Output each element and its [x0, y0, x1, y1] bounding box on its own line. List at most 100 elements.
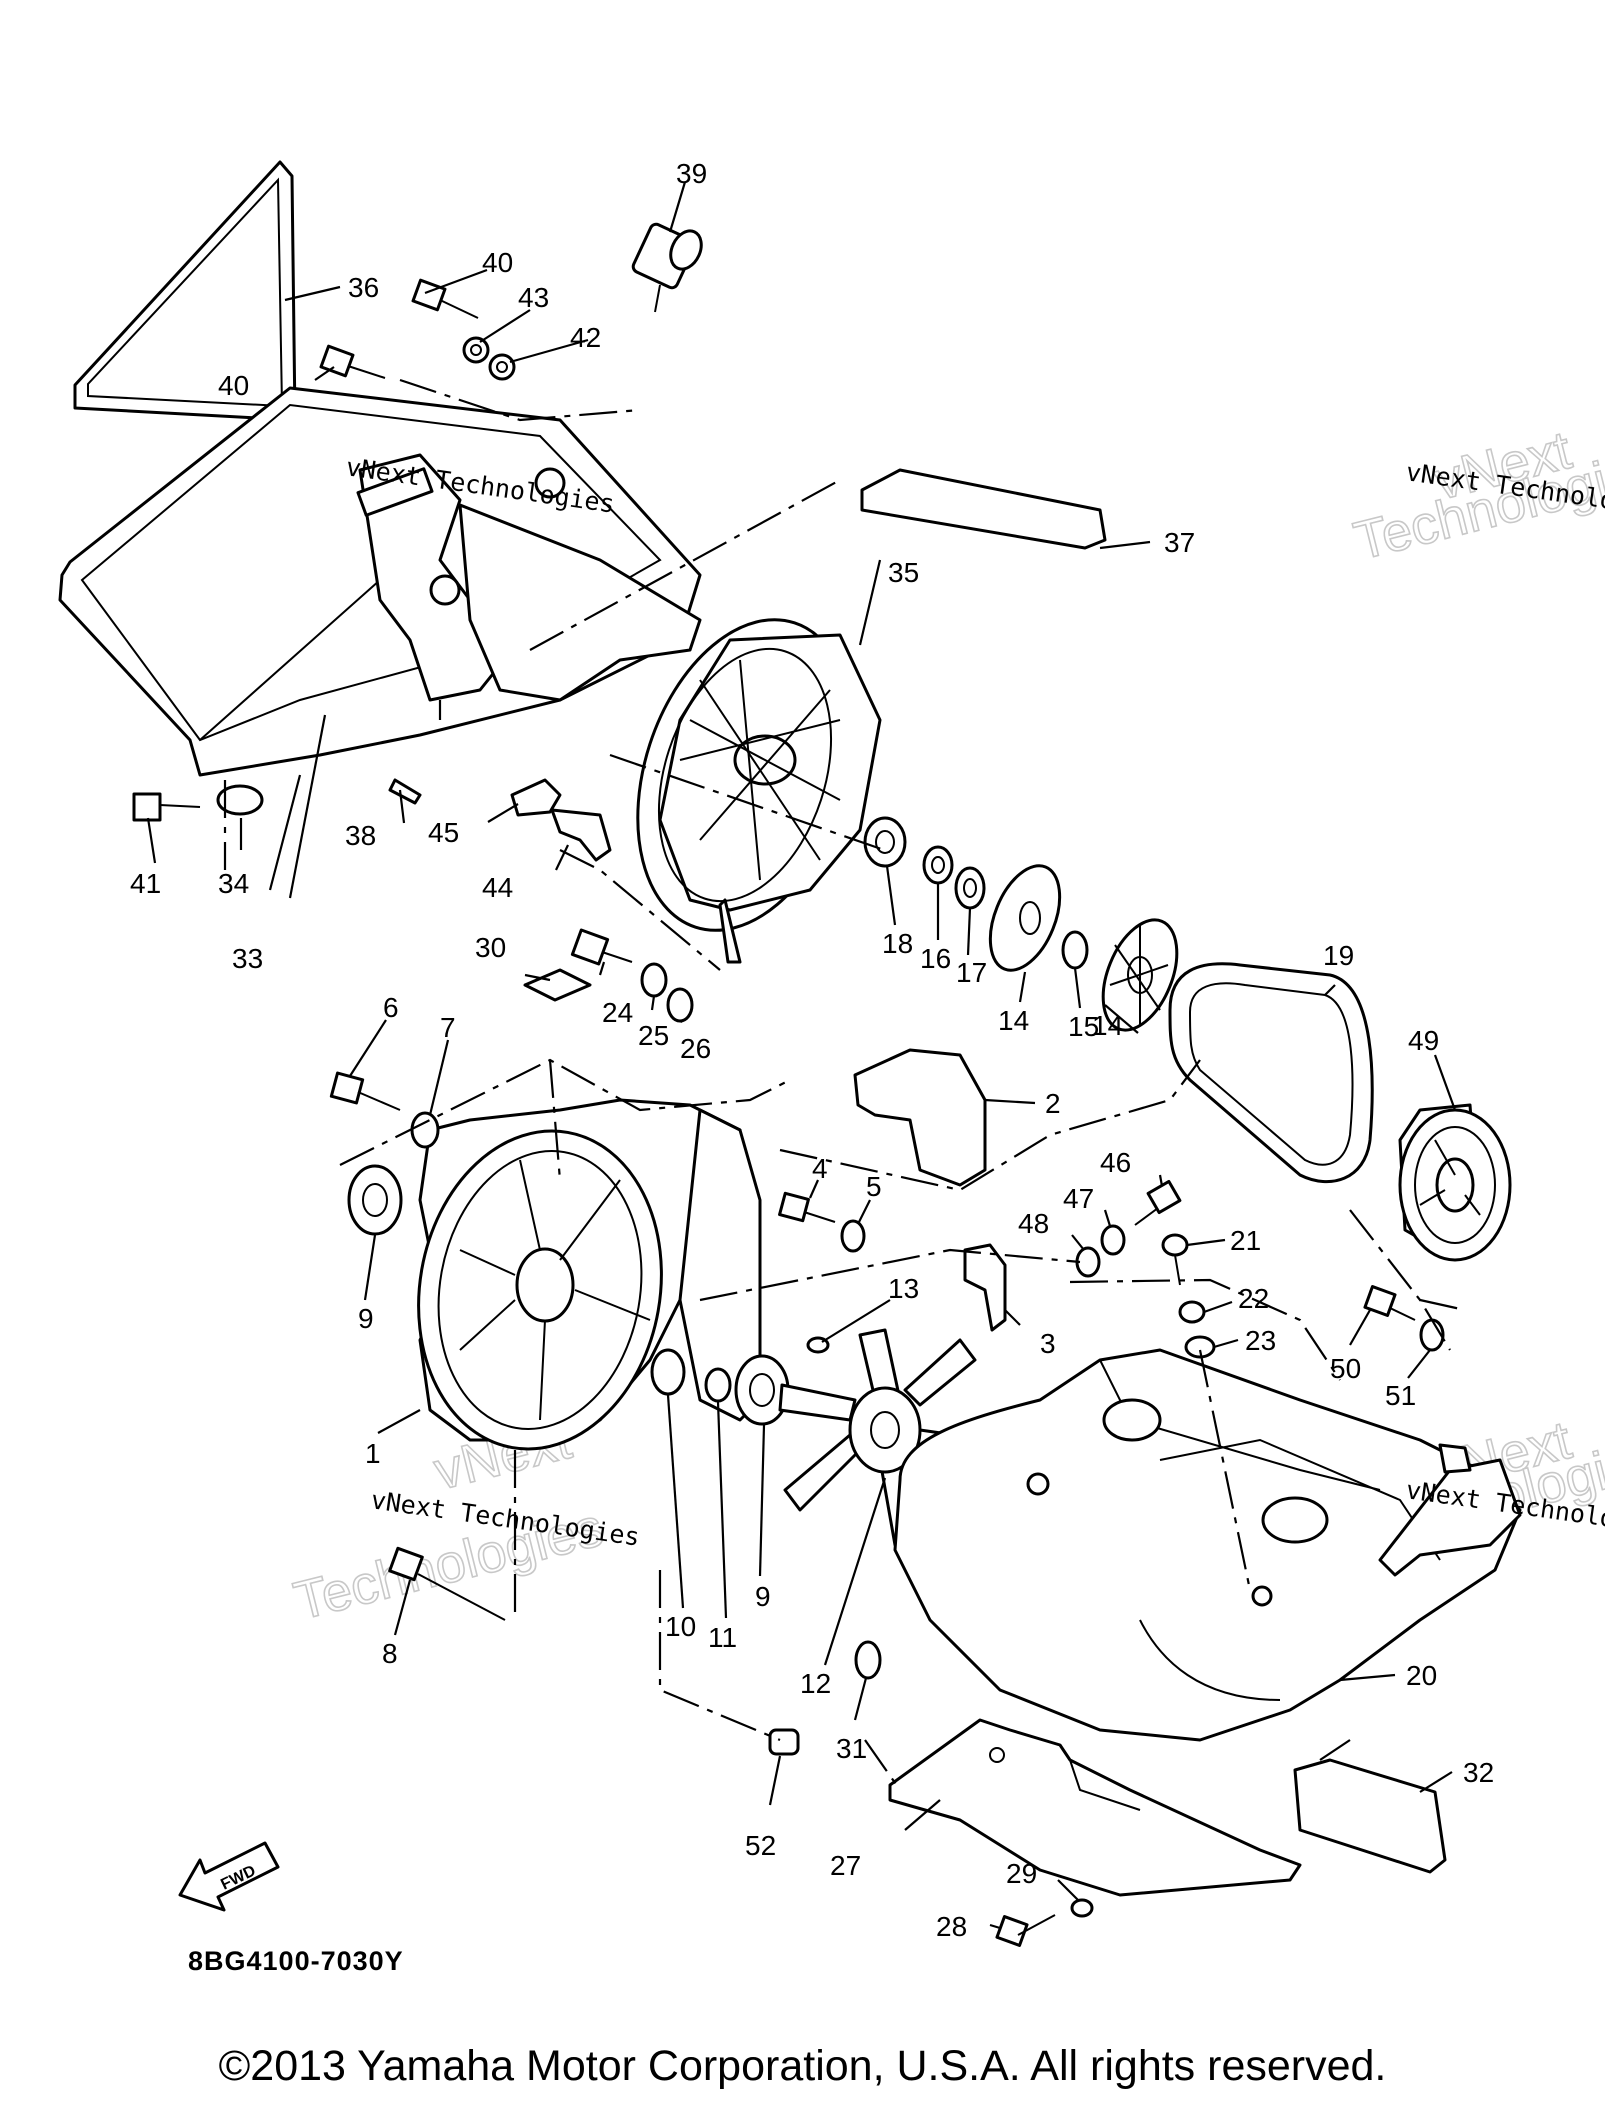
callout-2: 2 — [1045, 1088, 1061, 1119]
part-46-bolt — [1134, 1179, 1182, 1226]
callout-19: 19 — [1323, 940, 1354, 971]
part-1-drive-housing — [417, 1098, 762, 1451]
part-8-bolt — [388, 1546, 506, 1621]
leader-lines — [146, 181, 1457, 1930]
callout-40-upper: 40 — [482, 247, 513, 278]
callout-21: 21 — [1230, 1225, 1261, 1256]
part-38-clip — [388, 778, 422, 805]
part-15-washer — [1061, 930, 1089, 970]
part-49-pulley — [1398, 1103, 1512, 1262]
part-35-fan-cover — [636, 618, 882, 964]
part-51-washer — [1419, 1318, 1445, 1352]
callout-26: 26 — [680, 1033, 711, 1064]
callout-44: 44 — [482, 872, 513, 903]
part-36-gasket — [73, 160, 297, 422]
callout-43: 43 — [518, 282, 549, 313]
part-24-bolt — [570, 928, 633, 966]
callout-13: 13 — [888, 1273, 919, 1304]
callout-18: 18 — [882, 928, 913, 959]
callout-38: 38 — [345, 820, 376, 851]
part-2-bracket — [853, 1048, 987, 1187]
part-37-strip — [860, 468, 1107, 550]
callout-1: 1 — [365, 1438, 381, 1469]
callout-29: 29 — [1006, 1858, 1037, 1889]
part-10-circlip — [650, 1348, 686, 1396]
part-41-bolt — [132, 792, 201, 822]
part-14-sheave-upper — [988, 864, 1062, 972]
part-43-washer — [462, 336, 490, 364]
callout-50: 50 — [1330, 1353, 1361, 1384]
callout-32: 32 — [1463, 1757, 1494, 1788]
part-42-washer — [488, 353, 516, 381]
callout-48: 48 — [1018, 1208, 1049, 1239]
callout-9-right: 9 — [755, 1581, 771, 1612]
part-21-pin — [1161, 1233, 1189, 1286]
part-3-bracket — [963, 1243, 1007, 1332]
part-40-bolt-lower — [319, 344, 386, 379]
callout-52: 52 — [745, 1830, 776, 1861]
part-19-belt — [1168, 962, 1374, 1184]
part-44-bracket — [550, 808, 612, 862]
callout-11: 11 — [708, 1622, 737, 1653]
part-20-cover — [893, 1348, 1522, 1742]
part-27-guard — [888, 1718, 1302, 1897]
callout-45: 45 — [428, 817, 459, 848]
callout-15: 15 — [1068, 1011, 1099, 1042]
callout-22: 22 — [1238, 1283, 1269, 1314]
callout-25: 25 — [638, 1020, 669, 1051]
part-9-bearing-left — [347, 1164, 403, 1236]
callout-23: 23 — [1245, 1325, 1276, 1356]
callout-33: 33 — [232, 943, 263, 974]
callout-40-lower: 40 — [218, 370, 249, 401]
callout-24: 24 — [602, 997, 633, 1028]
fwd-arrow-icon: FWD — [178, 1841, 280, 1912]
callout-4: 4 — [812, 1153, 828, 1184]
callout-10: 10 — [665, 1611, 696, 1642]
diagram-reference-code: 8BG4100-7030Y — [188, 1946, 404, 1976]
part-18-nut — [863, 816, 907, 868]
callout-14-upper: 14 — [998, 1005, 1029, 1036]
callout-16: 16 — [920, 943, 951, 974]
callout-49: 49 — [1408, 1025, 1439, 1056]
callout-27: 27 — [830, 1850, 861, 1881]
callout-41: 41 — [130, 868, 161, 899]
part-12-fan — [778, 1328, 992, 1547]
part-4-bolt — [778, 1191, 836, 1223]
callout-46: 46 — [1100, 1147, 1131, 1178]
callout-51: 51 — [1385, 1380, 1416, 1411]
part-34-collar — [216, 784, 264, 816]
callout-9-left: 9 — [358, 1303, 374, 1334]
callout-17: 17 — [956, 957, 987, 988]
callout-34: 34 — [218, 868, 249, 899]
part-17-washer — [954, 866, 986, 910]
part-16-washer — [922, 845, 954, 885]
part-6-bolt — [329, 1071, 401, 1111]
part-31-washer — [854, 1640, 882, 1680]
assembly-lines — [223, 378, 1466, 1791]
part-26-washer — [666, 987, 694, 1023]
part-52-collar — [768, 1728, 800, 1756]
callout-5: 5 — [866, 1171, 882, 1202]
part-7-washer — [410, 1111, 440, 1149]
part-50-bolt — [1363, 1285, 1416, 1321]
part-47-washer — [1100, 1224, 1126, 1256]
part-45-stopper — [510, 778, 562, 817]
part-39-fitting — [631, 222, 703, 313]
callout-39: 39 — [676, 158, 707, 189]
callout-6: 6 — [383, 992, 399, 1023]
callout-37: 37 — [1164, 527, 1195, 558]
callout-47: 47 — [1063, 1183, 1094, 1214]
callout-30: 30 — [475, 932, 506, 963]
part-32-pad — [1293, 1758, 1447, 1874]
part-22-grommet — [1178, 1300, 1206, 1324]
callout-20: 20 — [1406, 1660, 1437, 1691]
callout-3: 3 — [1040, 1328, 1056, 1359]
part-29-nut — [1070, 1898, 1094, 1918]
callout-12: 12 — [800, 1668, 831, 1699]
part-5-washer — [840, 1219, 866, 1253]
callout-35: 35 — [888, 557, 919, 588]
callout-36: 36 — [348, 272, 379, 303]
callout-14-lower: 14 — [1092, 1010, 1123, 1041]
